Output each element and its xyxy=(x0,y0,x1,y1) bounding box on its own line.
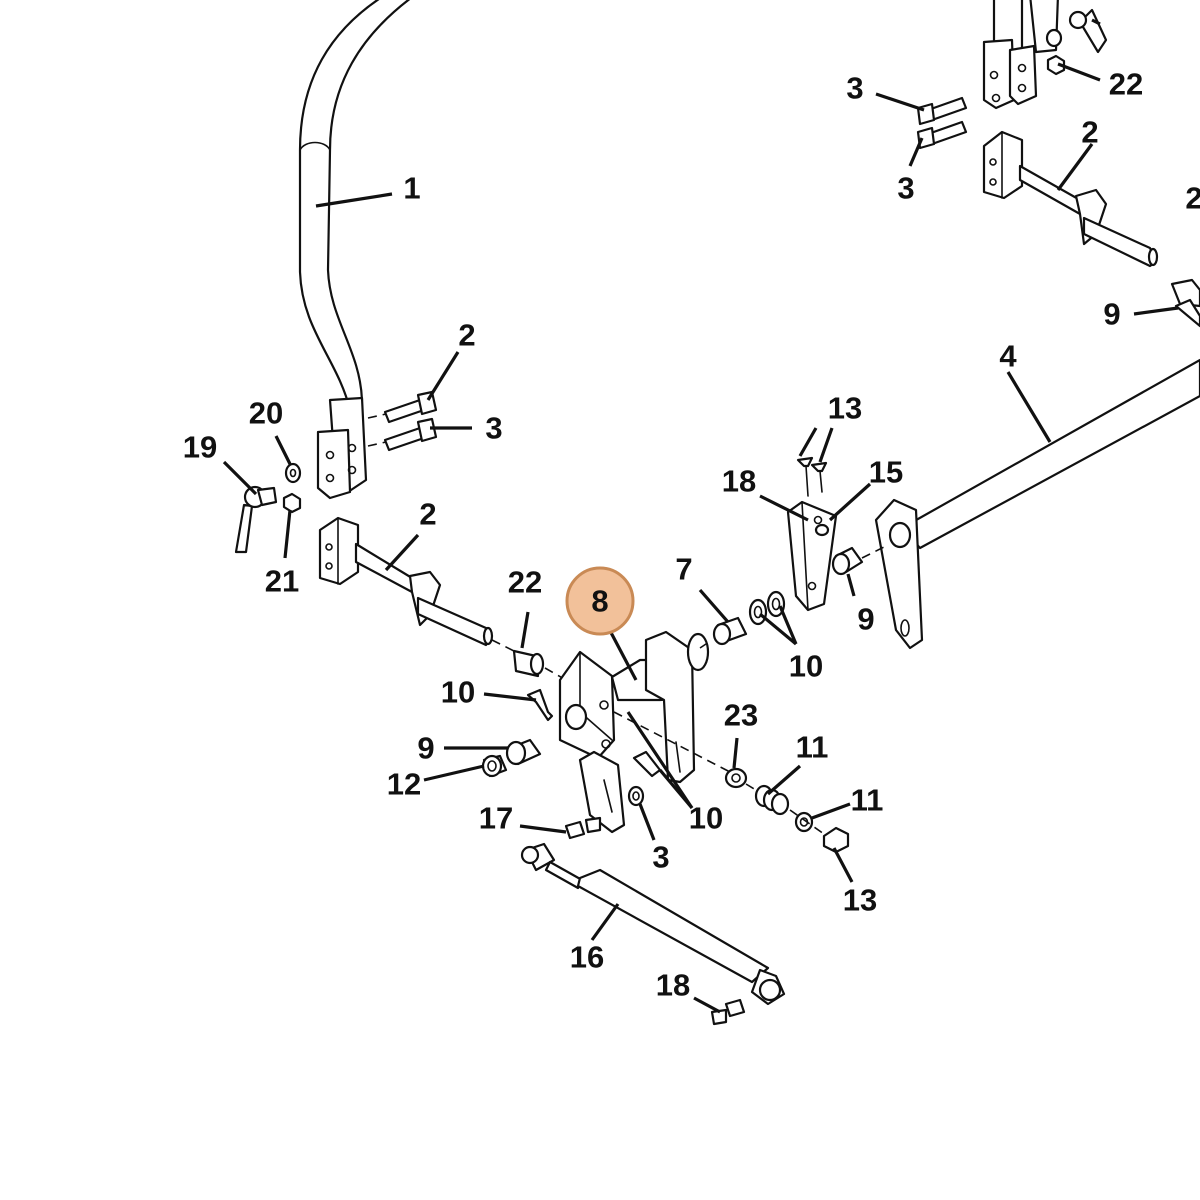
callout-label: 9 xyxy=(417,731,434,766)
callout-label: 4 xyxy=(999,339,1017,374)
callout-label: 2 xyxy=(1081,115,1098,150)
callout-label: 2 xyxy=(458,318,475,353)
callout-label: 9 xyxy=(1103,297,1120,332)
hardware-lever xyxy=(627,750,662,807)
callout-label: 19 xyxy=(183,430,217,465)
callout-label: 15 xyxy=(869,455,903,490)
handle-tube xyxy=(298,0,411,500)
callout-label: 3 xyxy=(846,71,863,106)
callout-label: 11 xyxy=(851,783,884,818)
callout-label: 10 xyxy=(441,675,475,710)
callout-label: 16 xyxy=(570,940,604,975)
bushings-center xyxy=(699,590,786,649)
callout-label: 22 xyxy=(1109,67,1143,102)
callout-label: 3 xyxy=(897,171,914,206)
callout-label: 18 xyxy=(722,464,756,499)
callout-labels: 1 2 2 2 2 3 3 3 3 4 7 9 9 9 10 10 10 11 … xyxy=(183,67,1200,1003)
callout-label: 13 xyxy=(843,883,877,918)
callout-label: 11 xyxy=(796,730,829,765)
callout-label: 21 xyxy=(265,564,299,599)
callout-label: 10 xyxy=(789,649,823,684)
callout-label: 12 xyxy=(387,767,421,802)
spacer-23 xyxy=(512,649,567,681)
shaft-left xyxy=(318,516,517,653)
spring-stack xyxy=(724,767,850,854)
lever-assembly xyxy=(558,630,731,834)
gas-strut xyxy=(520,816,786,1026)
callout-label: 22 xyxy=(508,565,542,600)
callout-label: 23 xyxy=(724,698,758,733)
knob-left xyxy=(234,462,302,554)
callout-label: 9 xyxy=(857,602,874,637)
rock-shaft xyxy=(831,358,1200,650)
callout-label: 17 xyxy=(479,801,513,836)
callout-label: 20 xyxy=(249,396,283,431)
bracket-19 xyxy=(786,456,838,612)
callout-label: 3 xyxy=(485,411,502,446)
callout-label: 13 xyxy=(828,391,862,426)
callout-label: 1 xyxy=(403,171,420,206)
shaft-right xyxy=(982,130,1200,328)
leader-lines xyxy=(222,18,1179,1014)
callout-label: 10 xyxy=(689,801,723,836)
callout-label: 2 xyxy=(419,497,436,532)
callout-label: 2 xyxy=(1185,181,1200,216)
bolts-left xyxy=(367,390,438,452)
callout-8-highlight[interactable]: 8 xyxy=(565,566,635,636)
handle-right xyxy=(916,0,1108,150)
highlight-label: 8 xyxy=(591,584,608,619)
callout-label: 7 xyxy=(675,552,692,587)
callout-label: 3 xyxy=(652,840,669,875)
callout-label: 18 xyxy=(656,968,690,1003)
highlight-circle xyxy=(565,566,635,636)
hardware-lower-left xyxy=(481,688,554,778)
